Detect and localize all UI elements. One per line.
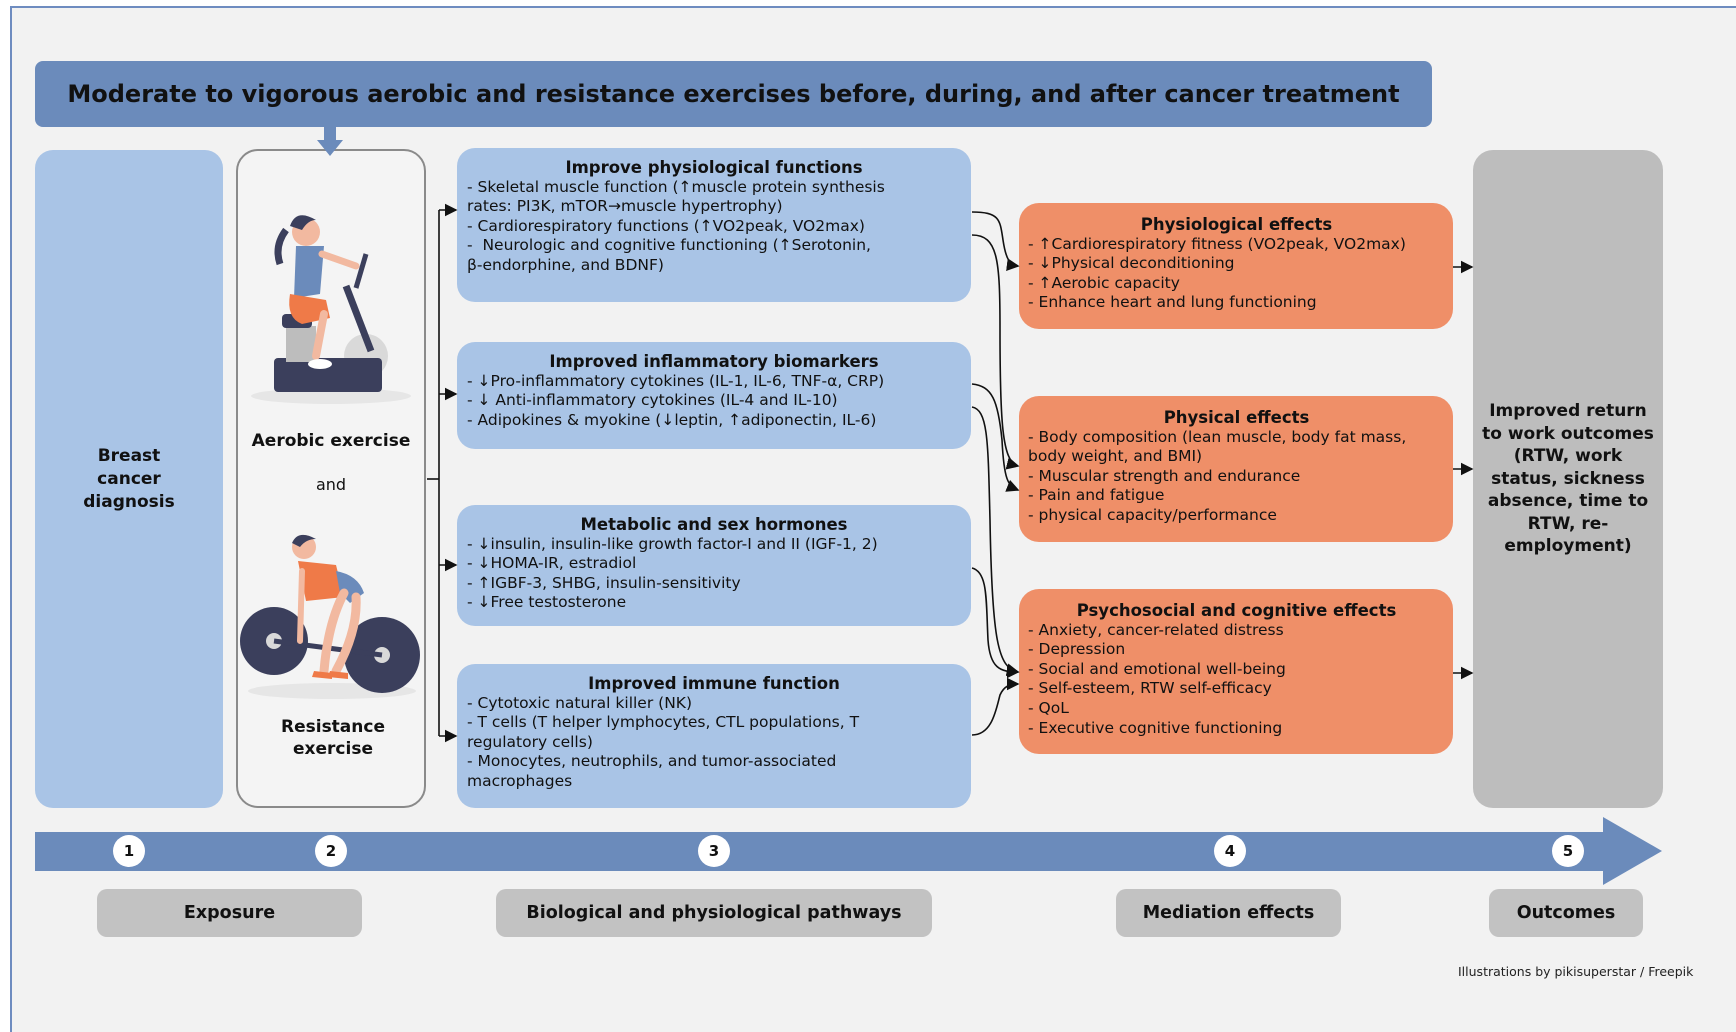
effect-line: - QoL: [1028, 698, 1069, 717]
weightlifting-illustration: [240, 534, 420, 699]
outcome-column: Improved return to work outcomes (RTW, w…: [1473, 150, 1663, 808]
effect-line: - Muscular strength and endurance: [1028, 466, 1301, 485]
effect-title: Physical effects: [1163, 408, 1310, 427]
effect-line: - Body composition (lean muscle, body fa…: [1028, 427, 1407, 446]
exercise-column: Aerobic exercise and Resistance exercise: [236, 149, 426, 808]
step-4-marker: 4: [1214, 835, 1246, 867]
pathway-line: - Adipokines & myokine (↓leptin, ↑adipon…: [467, 410, 877, 429]
pathway-line: macrophages: [467, 771, 573, 790]
effect-line: - Self-esteem, RTW self-efficacy: [1028, 679, 1272, 698]
banner-down-arrow: [317, 127, 343, 156]
pathway-line: - ↓HOMA-IR, estradiol: [467, 554, 637, 573]
pathway-line: - T cells (T helper lymphocytes, CTL pop…: [467, 713, 860, 732]
pathway-title: Improve physiological functions: [565, 158, 863, 177]
effect-title: Physiological effects: [1140, 215, 1333, 234]
effect-line: - Executive cognitive functioning: [1028, 718, 1283, 737]
pathway-title: Metabolic and sex hormones: [580, 515, 848, 534]
pathway-line: regulatory cells): [467, 732, 593, 751]
outcome-label: Improved return to work outcomes (RTW, w…: [1482, 401, 1654, 557]
timeline-arrow: [35, 817, 1662, 885]
effect-line: - ↓Physical deconditioning: [1028, 254, 1235, 273]
pathway-immune-function: Improved immune function - Cytotoxic nat…: [457, 664, 971, 808]
step-2-marker: 2: [315, 835, 347, 867]
step-1-marker: 1: [113, 835, 145, 867]
pathway-line: - Cytotoxic natural killer (NK): [467, 693, 692, 712]
effect-line: - Pain and fatigue: [1028, 486, 1165, 505]
pathway-line: - ↓Free testosterone: [467, 593, 627, 612]
step-5-marker: 5: [1552, 835, 1584, 867]
effect-line: - Depression: [1028, 640, 1126, 659]
pathway-metabolic-hormones: Metabolic and sex hormones - ↓insulin, i…: [457, 505, 971, 626]
effect-line: - Social and emotional well-being: [1028, 659, 1286, 678]
pathway-physiological-functions: Improve physiological functions - Skelet…: [457, 148, 971, 302]
pathway-line: - Cardiorespiratory functions (↑VO2peak,…: [467, 216, 865, 235]
pathway-title: Improved inflammatory biomarkers: [549, 352, 879, 371]
resistance-exercise-label: Resistance exercise: [281, 717, 385, 759]
illustration-credit: Illustrations by pikisuperstar / Freepik: [1458, 964, 1694, 979]
pathway-line: - ↓ Anti-inflammatory cytokines (IL-4 an…: [467, 391, 838, 410]
diagnosis-column: Breast cancer diagnosis: [35, 150, 223, 808]
step-3-marker: 3: [698, 835, 730, 867]
exercise-to-pathway-bracket: [427, 203, 458, 743]
effect-line: - ↑Cardiorespiratory fitness (VO2peak, V…: [1028, 234, 1406, 253]
effect-to-outcome-arrows: [1453, 260, 1474, 680]
aerobic-exercise-label: Aerobic exercise: [251, 431, 411, 451]
effect-line: - physical capacity/performance: [1028, 505, 1277, 524]
pathway-inflammatory-biomarkers: Improved inflammatory biomarkers - ↓Pro-…: [457, 342, 971, 449]
pathway-line: - Skeletal muscle function (↑muscle prot…: [467, 177, 885, 196]
pathway-to-effect-curves: [971, 211, 1020, 736]
and-label: and: [315, 475, 347, 494]
stationary-bike-illustration: [251, 215, 411, 404]
stage-mediation: Mediation effects: [1116, 889, 1341, 937]
effect-physical: Physical effects - Body composition (lea…: [1019, 396, 1453, 542]
pathway-line: - ↑IGBF-3, SHBG, insulin-sensitivity: [467, 573, 741, 592]
pathway-line: - Monocytes, neutrophils, and tumor-asso…: [467, 752, 837, 771]
stage-exposure: Exposure: [97, 889, 362, 937]
diagnosis-label: Breast cancer diagnosis: [83, 445, 175, 512]
stage-outcomes: Outcomes: [1489, 889, 1643, 937]
pathway-line: - ↓Pro-inflammatory cytokines (IL-1, IL-…: [467, 371, 885, 390]
effect-physiological: Physiological effects - ↑Cardiorespirato…: [1019, 203, 1453, 329]
effect-line: body weight, and BMI): [1028, 447, 1203, 466]
pathway-line: β-endorphine, and BDNF): [467, 255, 664, 274]
effect-line: - Enhance heart and lung functioning: [1028, 293, 1317, 312]
effect-line: - ↑Aerobic capacity: [1028, 273, 1180, 292]
intervention-banner: Moderate to vigorous aerobic and resista…: [35, 61, 1432, 127]
stage-pathways: Biological and physiological pathways: [496, 889, 932, 937]
pathway-title: Improved immune function: [588, 674, 840, 693]
effect-title: Psychosocial and cognitive effects: [1076, 601, 1397, 620]
effect-psychosocial-cognitive: Psychosocial and cognitive effects - Anx…: [1019, 589, 1453, 754]
pathway-line: - Neurologic and cognitive functioning (…: [467, 236, 871, 255]
effect-line: - Anxiety, cancer-related distress: [1028, 620, 1284, 639]
pathway-line: rates: PI3K, mTOR→muscle hypertrophy): [467, 197, 783, 216]
pathway-line: - ↓insulin, insulin-like growth factor-I…: [467, 534, 878, 553]
